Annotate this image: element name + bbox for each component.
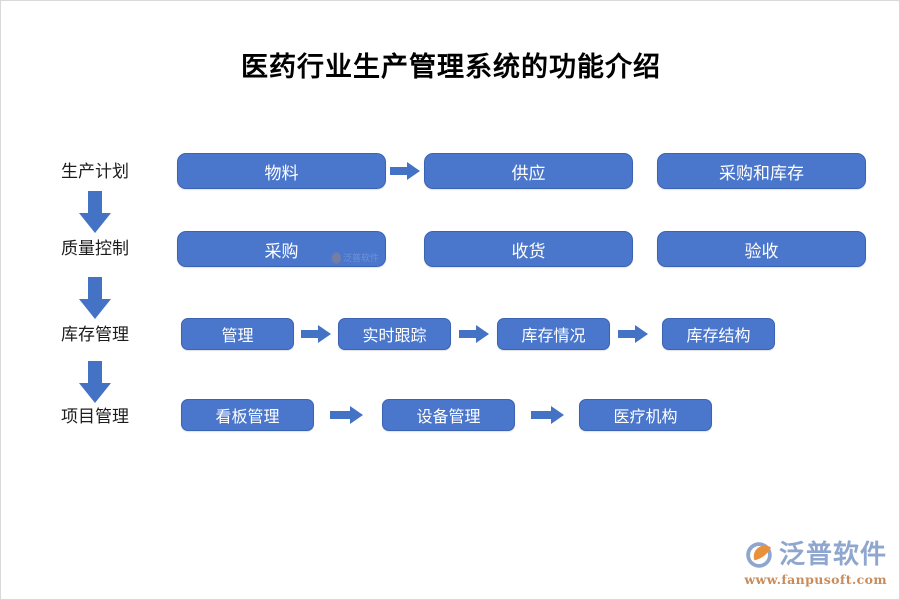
arrow-head [79, 213, 111, 233]
node-inventory-structure[interactable]: 库存结构 [662, 318, 775, 350]
page-title: 医药行业生产管理系统的功能介绍 [241, 52, 661, 83]
arrow-shaft [459, 330, 478, 338]
node-label: 采购 [264, 241, 299, 262]
arrow-shaft [88, 277, 102, 301]
brand-name: 泛普软件 [778, 540, 887, 570]
stage-label-inventory-management: 库存管理 [61, 325, 129, 345]
node-material[interactable]: 物料 [177, 153, 386, 189]
flow-row-quality-control: 采购 泛普软件 收货 验收 [1, 231, 899, 267]
flow-row-production-plan: 物料 供应 采购和库存 [1, 153, 899, 189]
arrow-head [551, 406, 564, 424]
node-acceptance[interactable]: 验收 [657, 231, 866, 267]
arrow-head [350, 406, 363, 424]
arrow-head [476, 325, 489, 343]
brand-top-row: 泛普软件 [744, 540, 887, 570]
arrow-head [318, 325, 331, 343]
node-medical-institution[interactable]: 医疗机构 [579, 399, 712, 431]
right-arrow-icon-r4a1 [330, 406, 364, 424]
node-equipment-management[interactable]: 设备管理 [382, 399, 515, 431]
right-arrow-icon-r4a2 [531, 406, 565, 424]
node-management[interactable]: 管理 [181, 318, 294, 350]
arrow-head [407, 162, 420, 180]
node-inventory-status[interactable]: 库存情况 [497, 318, 610, 350]
node-supply[interactable]: 供应 [424, 153, 633, 189]
node-kanban-management[interactable]: 看板管理 [181, 399, 314, 431]
down-arrow-icon-1 [79, 191, 111, 233]
node-realtime-tracking[interactable]: 实时跟踪 [338, 318, 451, 350]
arrow-shaft [88, 361, 102, 385]
node-receiving[interactable]: 收货 [424, 231, 633, 267]
right-arrow-icon-r3a1 [301, 325, 331, 343]
node-purchase[interactable]: 采购 泛普软件 [177, 231, 386, 267]
arrow-head [79, 299, 111, 319]
watermark-logo: 泛普软件 [328, 251, 379, 264]
arrow-shaft [330, 411, 352, 419]
arrow-head [635, 325, 648, 343]
brand-url: www.fanpusoft.com [744, 572, 887, 587]
fanpu-logo-icon [746, 542, 772, 568]
stage-label-quality-control: 质量控制 [61, 239, 129, 259]
right-arrow-icon-r1a1 [390, 162, 420, 180]
brand-logo: 泛普软件 www.fanpusoft.com [744, 540, 887, 587]
arrow-shaft [531, 411, 553, 419]
watermark-text: 泛普软件 [342, 254, 379, 264]
arrow-head [79, 383, 111, 403]
down-arrow-icon-2 [79, 277, 111, 319]
node-purchase-and-inventory[interactable]: 采购和库存 [657, 153, 866, 189]
arrow-shaft [618, 330, 637, 338]
arrow-shaft [301, 330, 320, 338]
stage-label-production-plan: 生产计划 [61, 162, 129, 182]
flow-row-project-management: 看板管理 设备管理 医疗机构 [1, 397, 899, 433]
right-arrow-icon-r3a3 [618, 325, 648, 343]
fanpu-mark-icon [328, 251, 341, 264]
flow-row-inventory-management: 管理 实时跟踪 库存情况 库存结构 [1, 316, 899, 352]
down-arrow-icon-3 [79, 361, 111, 403]
arrow-shaft [390, 167, 409, 175]
arrow-shaft [88, 191, 102, 215]
right-arrow-icon-r3a2 [459, 325, 489, 343]
stage-label-project-management: 项目管理 [61, 407, 129, 427]
